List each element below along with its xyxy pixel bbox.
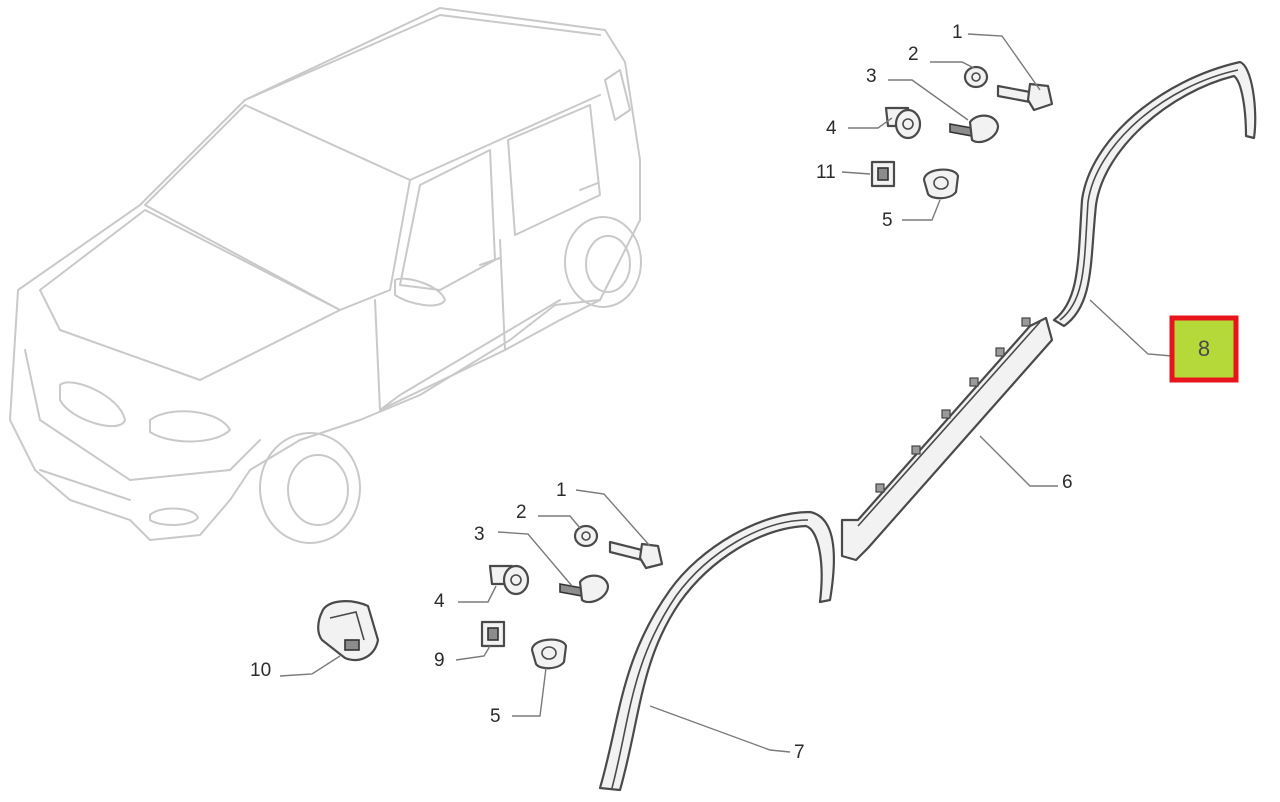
callout-label[interactable]: 7 [794, 742, 805, 763]
clip-nut-icon[interactable] [480, 620, 506, 648]
callout-label[interactable]: 1 [952, 22, 963, 43]
nut-icon[interactable] [573, 524, 599, 548]
grommet-icon[interactable] [530, 638, 568, 670]
screw-icon[interactable] [559, 574, 610, 604]
screw-icon[interactable] [949, 114, 1000, 144]
callout-label[interactable]: 4 [434, 591, 445, 612]
bolt-icon[interactable] [996, 82, 1054, 112]
highlight-label[interactable]: 8 [1198, 336, 1210, 361]
clip-nut-icon[interactable] [870, 160, 896, 188]
callout-label[interactable]: 9 [434, 650, 445, 671]
lower-fixings: 1 2 3 4 9 5 10 [250, 480, 664, 727]
rear-wheel-arch-moulding[interactable] [1052, 60, 1257, 357]
clip-icon[interactable] [488, 564, 530, 596]
callout-label[interactable]: 5 [490, 706, 501, 727]
callout-label[interactable]: 3 [866, 66, 877, 87]
callout-label[interactable]: 2 [516, 502, 527, 523]
callout-label[interactable]: 10 [250, 660, 271, 681]
callout-label[interactable]: 11 [816, 162, 836, 183]
nut-icon[interactable] [963, 65, 989, 89]
highlight-box[interactable] [1169, 315, 1239, 383]
callout-label[interactable]: 5 [882, 210, 893, 231]
selected-callout-8[interactable]: 8 [1169, 315, 1239, 383]
car-outline [9, 7, 642, 544]
front-wheel-arch-moulding[interactable]: 7 [598, 510, 836, 792]
bolt-icon[interactable] [608, 540, 664, 570]
callout-label[interactable]: 1 [556, 480, 567, 501]
callout-label[interactable]: 4 [826, 118, 837, 139]
callout-label[interactable]: 2 [908, 44, 919, 65]
sill-moulding[interactable]: 6 [840, 316, 1073, 562]
callout-label[interactable]: 6 [1062, 472, 1073, 493]
callout-label[interactable]: 3 [474, 524, 485, 545]
mudflap-bracket-icon[interactable] [317, 600, 380, 662]
clip-icon[interactable] [884, 106, 922, 140]
grommet-icon[interactable] [922, 168, 960, 200]
upper-fixings: 1 2 3 4 11 5 [816, 22, 1054, 231]
